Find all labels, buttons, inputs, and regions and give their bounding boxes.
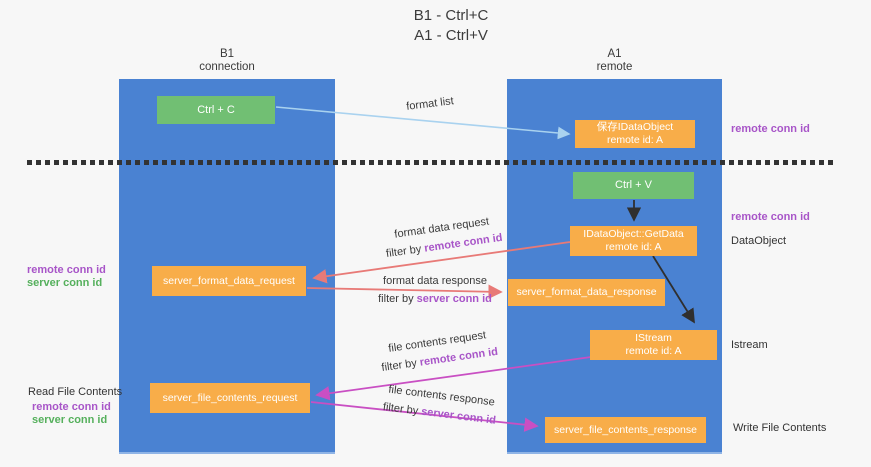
left-format-conn-labels: remote conn id server conn id: [27, 264, 106, 290]
node-idataobject-getdata: IDataObject::GetData remote id: A: [570, 226, 697, 256]
read-file-contents-label: Read File Contents: [28, 386, 123, 398]
node-getdata-line2: remote id: A: [605, 241, 662, 253]
node-getdata-line1: IDataObject::GetData: [583, 228, 684, 240]
left-format-remote-conn-id: remote conn id: [27, 264, 106, 276]
node-server-format-data-request: server_format_data_request: [152, 266, 306, 296]
filter-key-server-conn-id: server conn id: [420, 405, 497, 427]
node-ctrl-c: Ctrl + C: [157, 96, 275, 124]
istream-label: Istream: [731, 339, 768, 351]
right-column-header: A1 remote: [507, 48, 722, 74]
filter-key-server-conn-id: server conn id: [416, 293, 492, 305]
file-contents-response-label: file contents response filter by server …: [382, 383, 497, 427]
node-ctrl-v-label: Ctrl + V: [615, 179, 652, 191]
left-column-header: B1 connection: [119, 48, 335, 74]
format-data-response-label: format data response filter by server co…: [378, 275, 492, 305]
node-server-file-contents-response: server_file_contents_response: [545, 417, 706, 443]
left-file-server-conn-id: server conn id: [32, 414, 108, 426]
left-column-role: connection: [199, 61, 255, 73]
node-server-format-data-response: server_format_data_response: [508, 279, 665, 306]
remote-conn-id-label-mid: remote conn id: [731, 211, 810, 223]
node-server-file-contents-request: server_file_contents_request: [150, 383, 310, 413]
right-column-name: A1: [607, 48, 622, 60]
node-istream-line1: IStream: [635, 332, 672, 344]
node-file-request-label: server_file_contents_request: [162, 391, 298, 404]
title-line-2: A1 - Ctrl+V: [414, 27, 488, 44]
file-contents-request-label: file contents request filter by remote c…: [380, 329, 499, 375]
node-format-request-label: server_format_data_request: [163, 274, 295, 287]
left-file-conn-labels: remote conn id server conn id: [32, 401, 111, 427]
write-file-contents-label: Write File Contents: [733, 422, 827, 434]
format-data-request-label: format data request filter by remote con…: [385, 215, 504, 261]
node-format-response-label: server_format_data_response: [516, 286, 657, 298]
dataobject-label: DataObject: [731, 235, 787, 247]
filter-key-remote-conn-id: remote conn id: [423, 231, 504, 255]
node-istream: IStream remote id: A: [590, 330, 717, 360]
node-file-response-label: server_file_contents_response: [553, 423, 697, 436]
node-save-idataobject: 保存IDataObject remote id: A: [575, 120, 695, 148]
node-istream-line2: remote id: A: [625, 345, 682, 357]
filter-key-remote-conn-id: remote conn id: [418, 345, 499, 369]
node-save-idataobject-line2: remote id: A: [606, 134, 664, 146]
left-column-name: B1: [219, 48, 235, 60]
title-line-1: B1 - Ctrl+C: [413, 7, 489, 24]
node-save-idataobject-line1: 保存IDataObject: [596, 121, 674, 133]
left-file-remote-conn-id: remote conn id: [32, 401, 111, 413]
remote-conn-id-label-top: remote conn id: [731, 123, 810, 135]
node-ctrl-v: Ctrl + V: [573, 172, 694, 199]
node-ctrl-c-label: Ctrl + C: [197, 103, 235, 116]
phase-separator-dashed-line: [27, 160, 833, 165]
diagram-title: B1 - Ctrl+C A1 - Ctrl+V: [301, 6, 601, 46]
right-column-role: remote: [596, 61, 633, 73]
format-list-label: format list: [405, 95, 455, 113]
left-format-server-conn-id: server conn id: [27, 277, 103, 289]
